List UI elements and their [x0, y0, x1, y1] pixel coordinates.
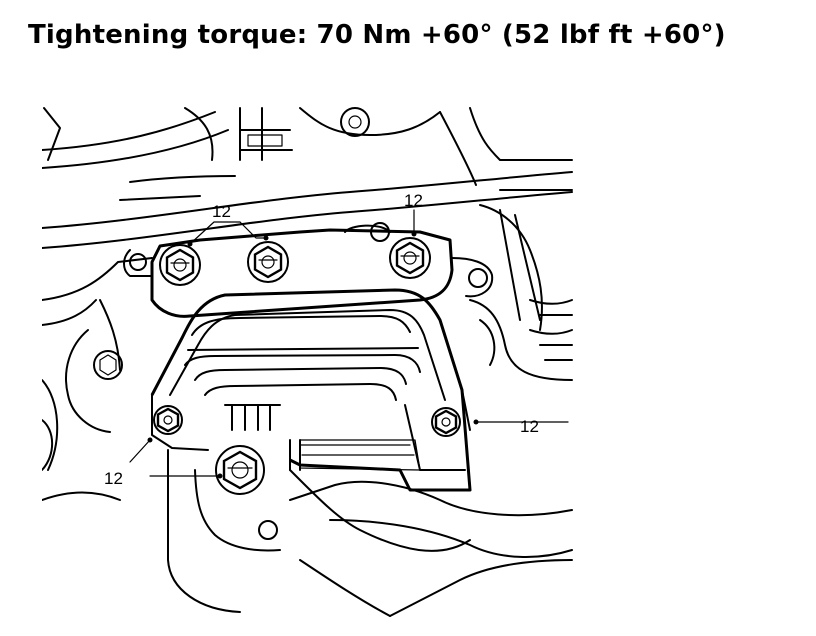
callout-label-top-right: 12: [404, 191, 423, 210]
callout-label-bottom-left: 12: [104, 469, 123, 488]
torque-spec-title: Tightening torque: 70 Nm +60° (52 lbf ft…: [28, 20, 726, 50]
callout-label-top-left: 12: [212, 202, 231, 221]
callout-label-right: 12: [520, 417, 539, 436]
line-art: [42, 107, 573, 617]
callout-leaders: [129, 209, 569, 479]
